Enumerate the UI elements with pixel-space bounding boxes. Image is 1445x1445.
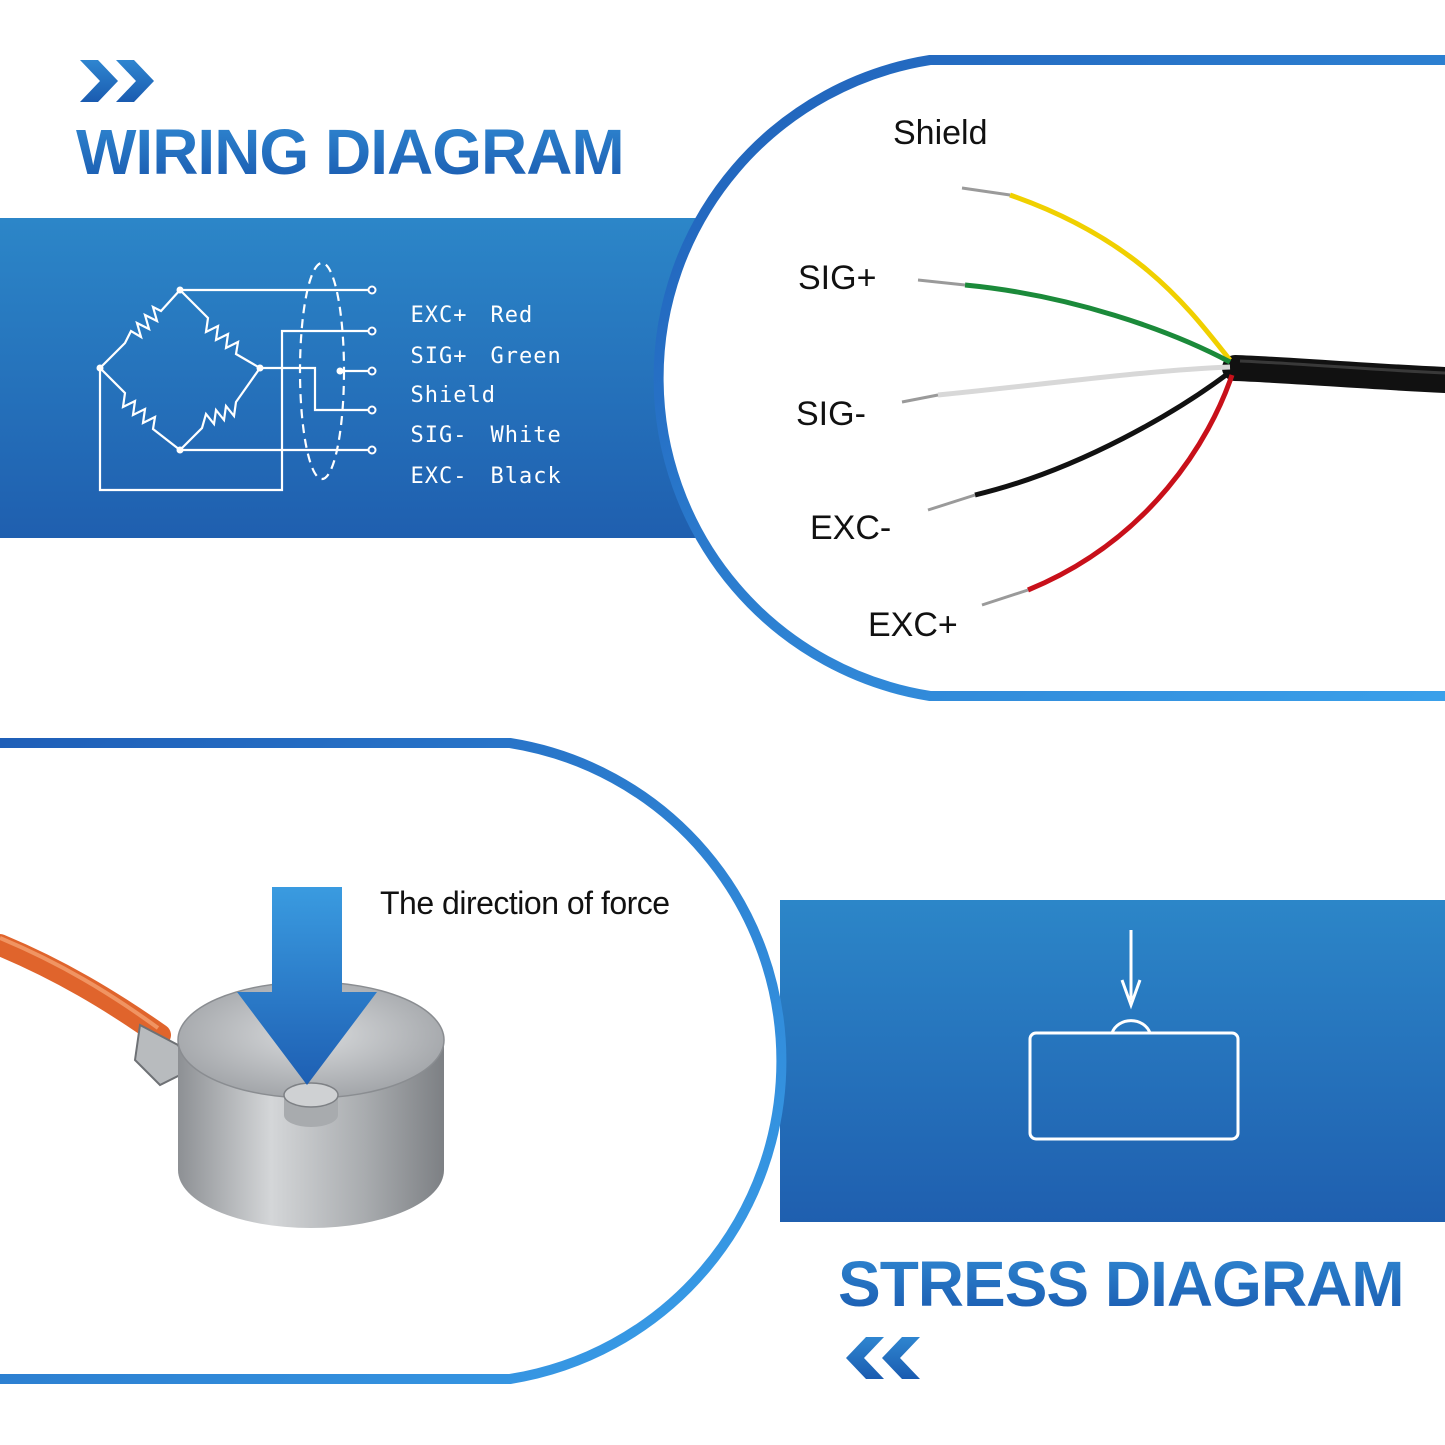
legend-color: White [490, 423, 562, 448]
legend-signal: Shield [410, 383, 496, 408]
stress-diagram-title: STRESS DIAGRAM [838, 1248, 1405, 1320]
force-direction-label: The direction of force [380, 885, 670, 921]
legend-signal: EXC+ [410, 303, 468, 328]
legend-signal: SIG- [410, 423, 468, 448]
legend-row-sig-plus: SIG+ Green [382, 319, 562, 369]
down-arrow-icon [237, 887, 377, 1085]
legend-row-exc-minus: EXC- Black [382, 439, 562, 489]
resistor-r4 [179, 367, 261, 451]
wire-label-shield: Shield [893, 114, 988, 152]
double-chevron-right-icon [80, 60, 154, 102]
load-cell-illustration [0, 934, 445, 1228]
wire-bundle-illustration [901, 186, 1445, 607]
legend-signal: EXC- [410, 464, 468, 489]
legend-row-exc-plus: EXC+ Red [382, 278, 533, 328]
legend-color: Black [490, 464, 562, 489]
wire-label-sig-minus: SIG- [796, 395, 866, 433]
wiring-diagram-title: WIRING DIAGRAM [76, 116, 625, 188]
resistor-r1 [99, 289, 181, 369]
resistor-r3 [99, 367, 181, 451]
stress-band [780, 900, 1445, 1222]
wiring-band [0, 218, 700, 538]
wire-label-exc-minus: EXC- [810, 509, 892, 547]
wiring-schematic [96, 261, 377, 492]
legend-row-shield: Shield [382, 358, 496, 408]
legend-row-sig-minus: SIG- White [382, 398, 562, 448]
wire-label-sig-plus: SIG+ [798, 259, 877, 297]
legend-color: Red [490, 303, 534, 328]
wire-label-exc-plus: EXC+ [868, 606, 958, 644]
resistor-r2 [179, 289, 261, 369]
wire-photo-frame [653, 55, 1445, 701]
stress-schematic [1028, 930, 1240, 1141]
legend-color: Green [490, 344, 562, 369]
double-chevron-left-icon [846, 1337, 920, 1379]
legend-signal: SIG+ [410, 344, 468, 369]
